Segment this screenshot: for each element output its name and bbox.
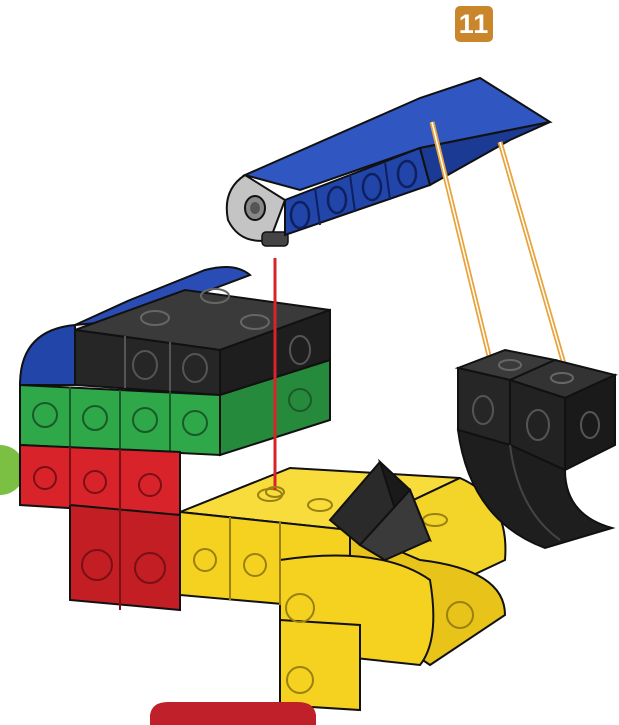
blue-rounded-cube [20,325,75,385]
blue-arm-beam [227,78,550,246]
red-bottom-tab [150,702,316,725]
red-cube-layer [20,445,180,610]
base-body-assembly [20,267,505,710]
